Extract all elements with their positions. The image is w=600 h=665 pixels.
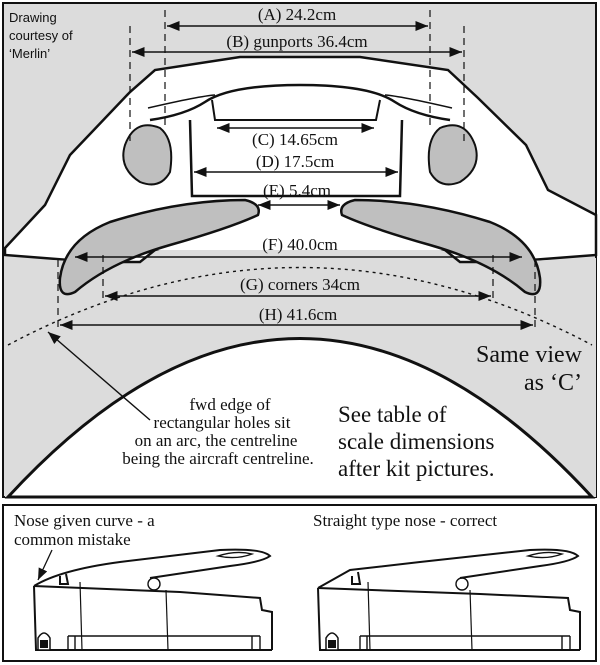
dim-label-h: (H) 41.6cm: [259, 305, 337, 324]
intake-outline: [188, 119, 404, 198]
arc-note-line-2: rectangular holes sit: [154, 413, 291, 432]
right-panel-line: [384, 94, 453, 109]
mistake-arrow: [37, 549, 53, 581]
same-view-line-1: Same view: [476, 342, 583, 368]
left-side-profile: [33, 548, 273, 651]
right-wheel: [328, 640, 336, 648]
bottom-panel-frame: [2, 504, 597, 662]
right-caption: Straight type nose - correct: [313, 511, 497, 530]
right-lower-hole: [340, 198, 542, 296]
credit-line-2: courtesy of: [9, 28, 73, 43]
nose-top-curve: [149, 83, 451, 122]
dim-label-g: (G) corners 34cm: [240, 275, 360, 294]
credit-line-3: ‘Merlin’: [9, 46, 50, 61]
intake-inner: [211, 99, 381, 121]
arc-note-line-3: on an arc, the centreline: [135, 431, 298, 450]
table-note-line-3: after kit pictures.: [338, 456, 494, 481]
left-lower-hole: [58, 198, 260, 296]
dim-label-d: (D) 17.5cm: [256, 152, 334, 171]
right-gunport: [427, 124, 478, 186]
centreline-arc: [7, 266, 593, 346]
left-panel-line: [147, 94, 216, 109]
right-side-profile: [317, 548, 581, 651]
dim-label-c: (C) 14.65cm: [252, 130, 338, 149]
credit-line-1: Drawing: [9, 10, 57, 25]
left-caption-line-1: Nose given curve - a: [14, 511, 155, 530]
same-view-line-2: as ‘C’: [524, 370, 582, 396]
arc-note-line-1: fwd edge of: [189, 395, 271, 414]
dim-label-f: (F) 40.0cm: [262, 235, 338, 254]
dim-label-b: (B) gunports 36.4cm: [226, 32, 367, 51]
dim-label-e: (E) 5.4cm: [263, 181, 331, 200]
arc-note-line-4: being the aircraft centreline.: [122, 449, 314, 468]
table-note-line-1: See table of: [338, 402, 447, 427]
left-gunport: [122, 124, 173, 186]
table-note-line-2: scale dimensions: [338, 429, 495, 454]
dim-label-a: (A) 24.2cm: [258, 5, 336, 24]
arc-leader-arrow: [47, 331, 151, 421]
lower-dome: [4, 337, 596, 499]
left-caption-line-2: common mistake: [14, 530, 131, 549]
left-wheel: [40, 640, 48, 648]
